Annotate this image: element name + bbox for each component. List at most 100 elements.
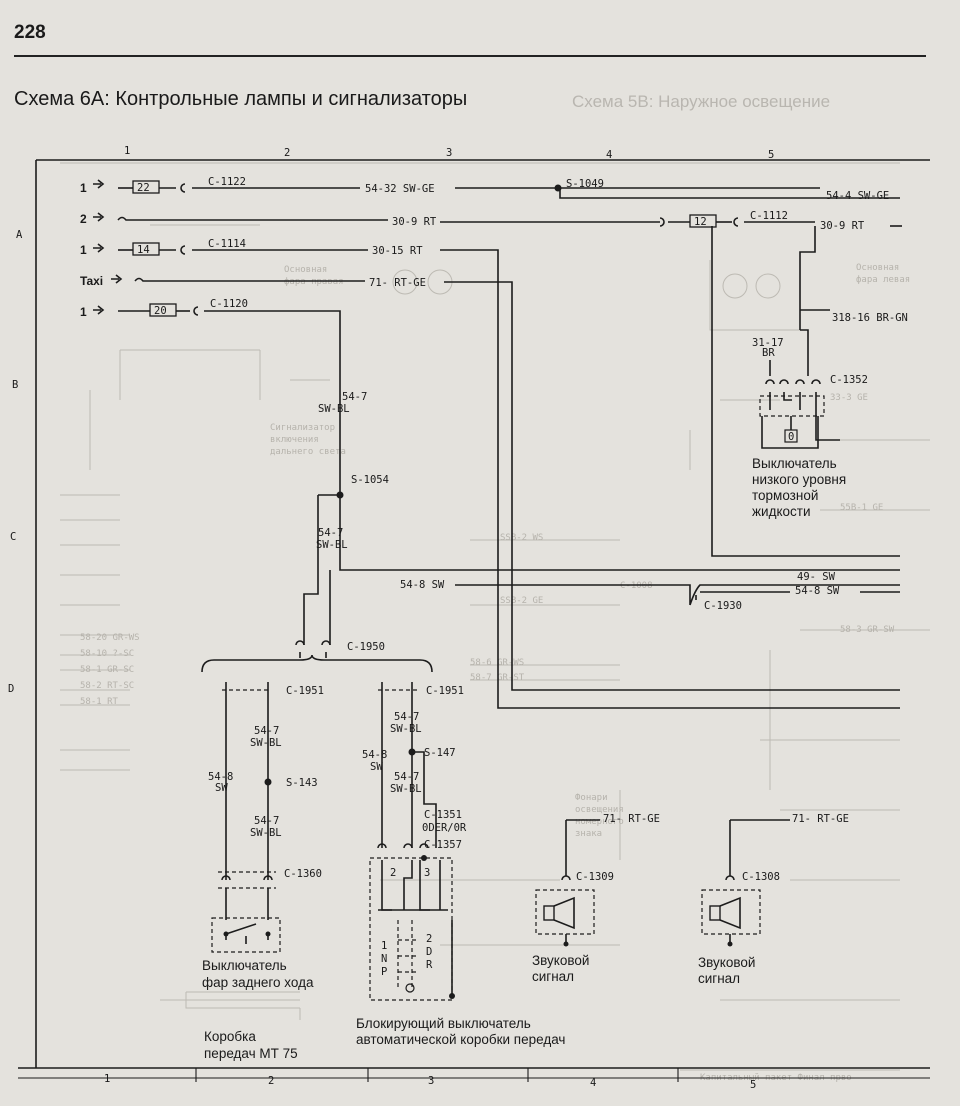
column-2-bottom: 2 [268, 1075, 274, 1087]
svg-text:SW-BL: SW-BL [390, 783, 422, 795]
wire-30-9: 30-9 RT [392, 216, 437, 228]
c1120-label: C-1120 [210, 298, 248, 310]
svg-text:2: 2 [390, 867, 396, 879]
svg-text:N: N [381, 953, 387, 965]
svg-text:R: R [426, 959, 433, 971]
svg-text:освещения: освещения [575, 805, 624, 815]
svg-text:Фонари: Фонари [575, 793, 608, 803]
svg-text:71- RT-GE: 71- RT-GE [792, 813, 849, 825]
horn-left-line-1: Звуковой [532, 953, 589, 968]
svg-text:SW-BL: SW-BL [250, 737, 282, 749]
svg-text:SSB-2 WS: SSB-2 WS [500, 533, 543, 543]
inhibitor-switch-branch: C-1951 54-7 SW-BL 54-8 SW S-147 54-7 SW-… [356, 682, 565, 1047]
c1122-label: C-1122 [208, 176, 246, 188]
svg-text:C-1351: C-1351 [424, 809, 462, 821]
svg-text:включения: включения [270, 435, 319, 445]
svg-text:54-8 SW: 54-8 SW [400, 579, 445, 591]
svg-text:SW-BL: SW-BL [318, 403, 350, 415]
svg-text:C-1930: C-1930 [704, 600, 742, 612]
svg-text:S-1049: S-1049 [566, 178, 604, 190]
brake-fluid-switch-circuit: 318-16 BR-GN 31-17 BR C-1352 0 Выключате… [711, 226, 908, 557]
svg-text:54-7: 54-7 [254, 725, 279, 737]
svg-text:SW: SW [215, 782, 228, 794]
svg-text:71- RT-GE: 71- RT-GE [603, 813, 660, 825]
svg-text:1: 1 [381, 940, 387, 952]
svg-text:C-1352: C-1352 [830, 374, 868, 386]
svg-text:58-20 GR-WS: 58-20 GR-WS [80, 633, 140, 643]
svg-text:54-8: 54-8 [208, 771, 233, 783]
svg-text:BR: BR [762, 347, 775, 359]
fuse-14 [132, 242, 160, 256]
feed-3-label: 1 [80, 243, 87, 257]
column-1-top: 1 [124, 145, 130, 157]
inhibitor-line-2: автоматической коробки передач [356, 1032, 565, 1047]
svg-text:Основная: Основная [284, 265, 327, 275]
svg-text:58-2 RT-SC: 58-2 RT-SC [80, 681, 134, 691]
svg-text:58-1 GR-SC: 58-1 GR-SC [80, 665, 134, 675]
svg-text:C-1309: C-1309 [576, 871, 614, 883]
column-4-bottom: 4 [590, 1077, 596, 1089]
top-rule [14, 55, 926, 57]
svg-text:33-3 GE: 33-3 GE [830, 393, 868, 403]
gearbox-mt-line-2: передач МТ 75 [204, 1046, 298, 1061]
horn-right-line-2: сигнал [698, 971, 740, 986]
feed-taxi-label: Taxi [80, 274, 103, 288]
svg-text:318-16 BR-GN: 318-16 BR-GN [832, 312, 908, 324]
brake-switch-line-4: жидкости [752, 504, 811, 519]
svg-text:SW: SW [370, 761, 383, 773]
diagram-frame [18, 159, 930, 1082]
input-feeds: 1 22 C-1122 54-32 SW-GE S-1049 54-4 SW-G… [80, 176, 902, 709]
column-5-top: 5 [768, 149, 774, 161]
wire-71-taxi: 71- RT-GE [369, 277, 426, 289]
feed-2-label: 2 [80, 212, 87, 226]
row-a: A [16, 229, 23, 241]
brake-switch-line-3: тормозной [752, 488, 818, 503]
feed-1-label: 1 [80, 181, 87, 195]
svg-text:S-1054: S-1054 [351, 474, 389, 486]
column-5-bottom: 5 [750, 1079, 756, 1091]
horn-circuits: 71- RT-GE C-1309 Звуковой сигнал 71- RT-… [532, 813, 849, 986]
bleed-through-title: Схема 5В: Наружное освещение [572, 92, 831, 111]
svg-text:P: P [381, 966, 387, 978]
inhibitor-line-1: Блокирующий выключатель [356, 1016, 531, 1031]
svg-text:0: 0 [788, 431, 794, 443]
svg-text:58-6 GR-WS: 58-6 GR-WS [470, 658, 524, 668]
wire-54-32: 54-32 SW-GE [365, 183, 435, 195]
c1114-label: C-1114 [208, 238, 246, 250]
fuse-22 [132, 180, 160, 194]
svg-text:14: 14 [137, 244, 150, 256]
central-trunk: 54-7 SW-BL S-1054 54-7 SW-BL 54-8 SW C-1… [201, 391, 900, 673]
svg-text:58-3 GR-SW: 58-3 GR-SW [840, 625, 895, 635]
horn-right-line-1: Звуковой [698, 955, 755, 970]
svg-text:знака: знака [575, 829, 602, 839]
svg-text:2: 2 [426, 933, 432, 945]
svg-text:12: 12 [694, 216, 707, 228]
svg-text:SW-BL: SW-BL [390, 723, 422, 735]
svg-text:22: 22 [137, 182, 150, 194]
column-1-bottom: 1 [104, 1073, 110, 1085]
column-3-bottom: 3 [428, 1075, 434, 1087]
svg-text:SW-BL: SW-BL [316, 539, 348, 551]
svg-text:54-7: 54-7 [394, 711, 419, 723]
svg-text:C-1360: C-1360 [284, 868, 322, 880]
grid-markers: 1 2 3 4 5 1 2 3 4 5 A B C D [8, 145, 774, 1091]
svg-text:20: 20 [154, 305, 167, 317]
svg-text:фара левая: фара левая [856, 275, 910, 285]
svg-text:фара правая: фара правая [284, 277, 344, 287]
brake-switch-line-1: Выключатель [752, 456, 837, 471]
reverse-switch-line-2: фар заднего хода [202, 975, 314, 990]
svg-text:номерного: номерного [575, 817, 624, 827]
svg-text:дальнего света: дальнего света [270, 447, 346, 457]
svg-text:54-8: 54-8 [362, 749, 387, 761]
svg-text:Основная: Основная [856, 263, 899, 273]
svg-text:C-1357: C-1357 [424, 839, 462, 851]
svg-text:D: D [426, 946, 432, 958]
row-b: B [12, 379, 18, 391]
gearbox-mt-line-1: Коробка [204, 1029, 256, 1044]
feed-5-label: 1 [80, 305, 87, 319]
svg-text:C-1951: C-1951 [286, 685, 324, 697]
svg-text:31-17: 31-17 [752, 337, 784, 349]
wire-49-sw: 49- SW [797, 571, 836, 583]
column-4-top: 4 [606, 149, 612, 161]
